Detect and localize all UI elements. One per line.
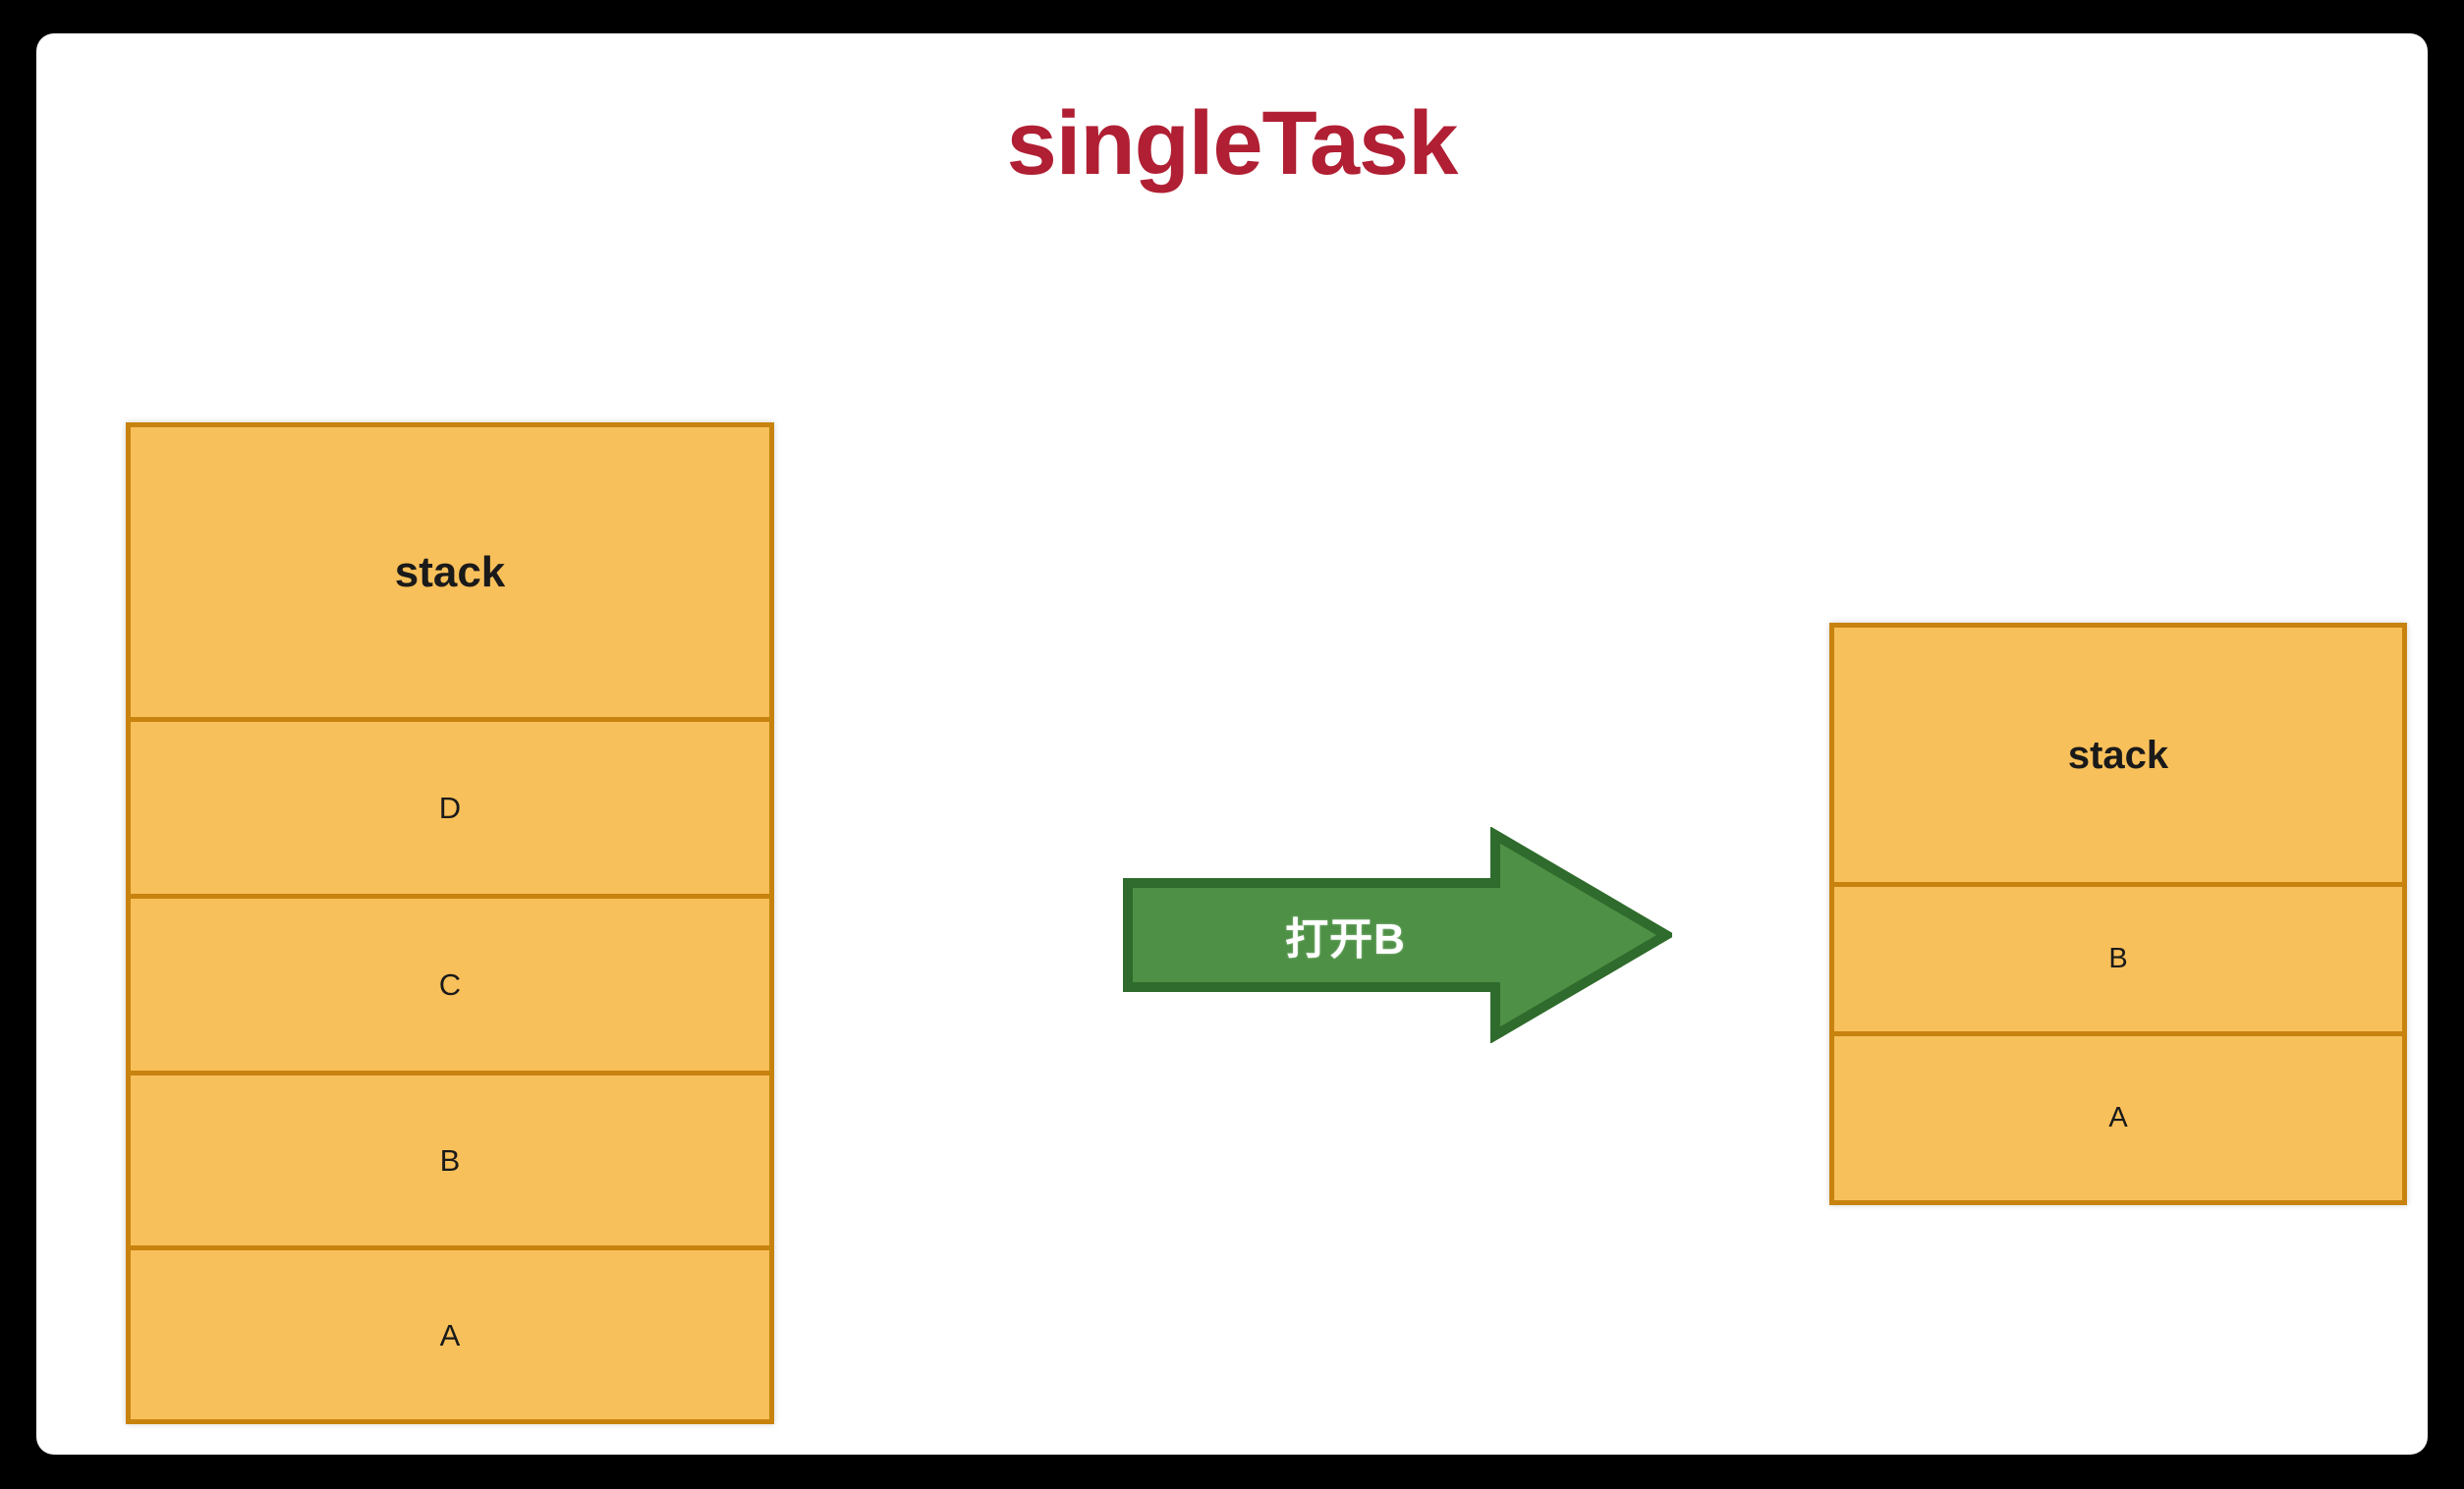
- stack-before-cell-label: C: [438, 967, 462, 1002]
- stack-before-cell-d: D: [131, 722, 769, 899]
- stack-before-cell-label: A: [439, 1317, 461, 1352]
- stack-after-cell-a: A: [1834, 1036, 2402, 1200]
- stack-after-cell-label: B: [2108, 943, 2128, 974]
- stack-after-cell-label: stack: [2067, 733, 2169, 777]
- stack-before-cell-b: B: [131, 1075, 769, 1250]
- stack-before-cell-a: A: [131, 1250, 769, 1419]
- slide-canvas: singleTask stack D C B A 打开B: [36, 33, 2428, 1455]
- stack-before-cell-label: stack: [394, 547, 506, 596]
- open-b-arrow: 打开B: [1122, 827, 1672, 1043]
- page-title: singleTask: [1006, 93, 1459, 193]
- right-arrow-icon: [1123, 827, 1672, 1043]
- stack-before-cell-c: C: [131, 899, 769, 1075]
- stack-after-cell-b: B: [1834, 887, 2402, 1036]
- stack-after: stack B A: [1829, 623, 2407, 1205]
- stack-before-cell-label: D: [438, 791, 462, 825]
- stack-before: stack D C B A: [126, 422, 774, 1424]
- stack-before-cell-label: B: [439, 1143, 461, 1178]
- stack-before-cell-stack: stack: [131, 427, 769, 722]
- stack-after-cell-label: A: [2108, 1102, 2128, 1133]
- stack-after-cell-stack: stack: [1834, 628, 2402, 887]
